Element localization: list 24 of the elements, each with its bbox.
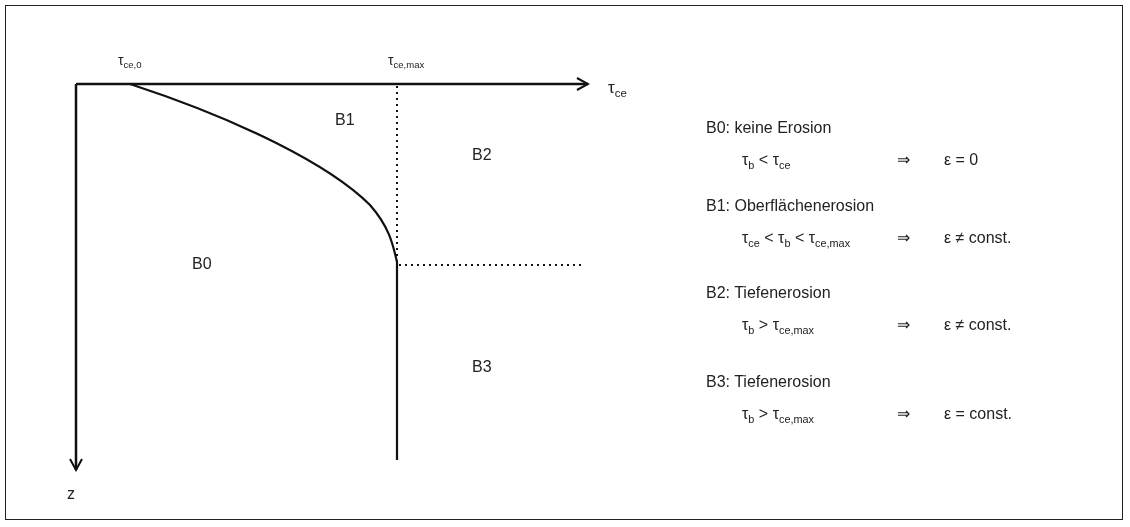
axis-label: z [67, 484, 75, 504]
condition-formula: τ$_{ce}$ < τ$_{b}$ < τ$_{ce,max}$ [742, 228, 851, 248]
condition-formula: τ$_{b}$ < τ$_{ce}$ [742, 150, 791, 170]
legend-heading: B3: Tiefenerosion [706, 372, 831, 392]
region-label: B0 [192, 254, 212, 274]
axis-label: τ$_{ce,0}$ [118, 52, 142, 69]
result-formula: ε = 0 [944, 150, 979, 170]
implies-symbol: ⇒ [897, 404, 910, 424]
condition-formula: τ$_{b}$ > τ$_{ce,max}$ [742, 404, 814, 424]
region-label: B1 [335, 110, 355, 130]
region-label: B2 [472, 145, 492, 165]
result-formula: ε = const. [944, 404, 1013, 424]
implies-symbol: ⇒ [897, 315, 910, 335]
region-label: B3 [472, 357, 492, 377]
result-formula: ε ≠ const. [944, 228, 1012, 248]
implies-symbol: ⇒ [897, 150, 910, 170]
result-formula: ε ≠ const. [944, 315, 1012, 335]
condition-formula: τ$_{b}$ > τ$_{ce,max}$ [742, 315, 814, 335]
axis-label: τ$_{ce}$ [608, 78, 627, 99]
axis-label: τ$_{ce,max}$ [388, 52, 425, 69]
legend-heading: B1: Oberflächenerosion [706, 196, 875, 216]
legend-heading: B0: keine Erosion [706, 118, 832, 138]
implies-symbol: ⇒ [897, 228, 910, 248]
legend-heading: B2: Tiefenerosion [706, 283, 831, 303]
